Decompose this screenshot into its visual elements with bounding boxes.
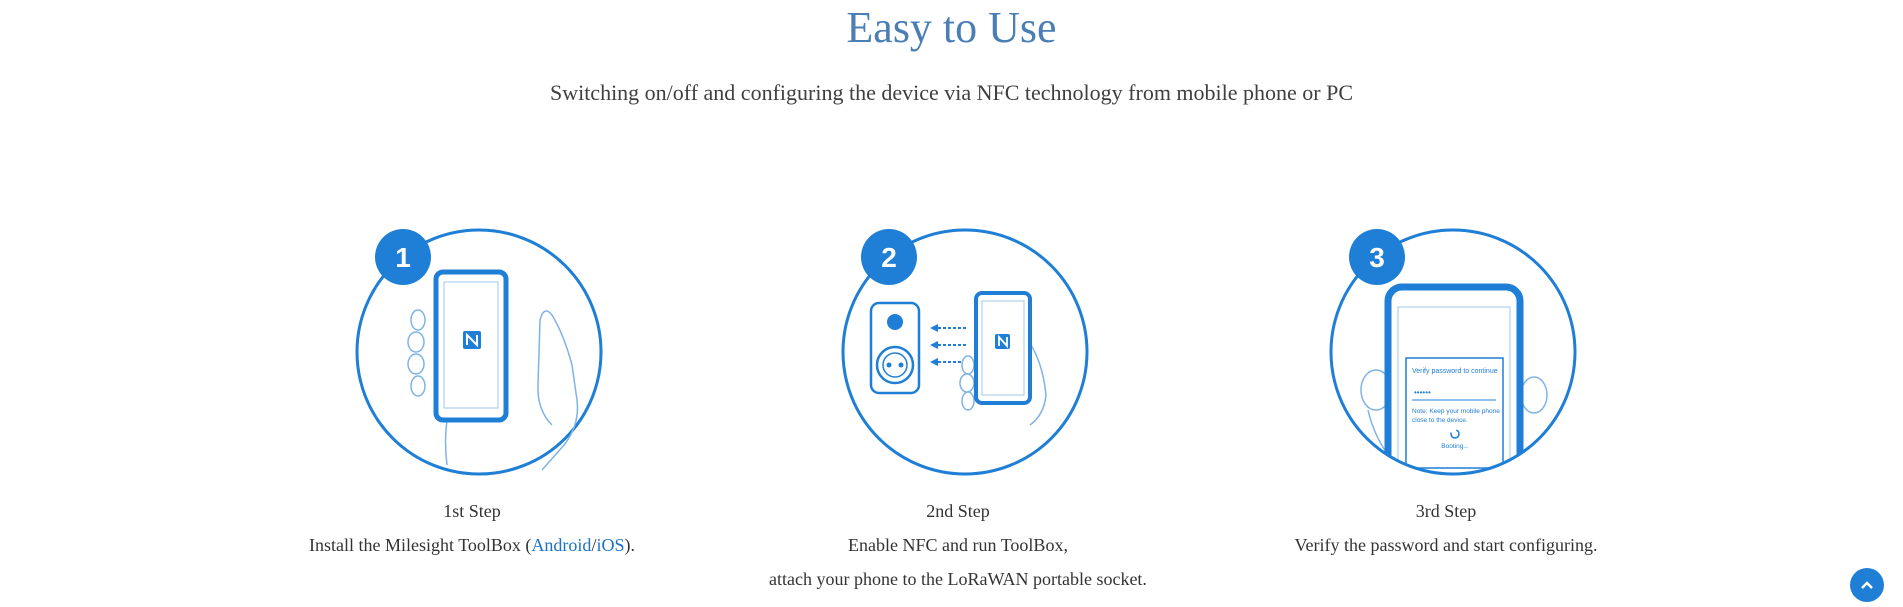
android-link[interactable]: Android (531, 535, 592, 555)
note-line-1: Note: Keep your mobile phone (1412, 408, 1500, 415)
step-1-desc-before: Install the Milesight ToolBox ( (309, 535, 532, 555)
socket-icon (869, 301, 921, 395)
step-1-description: Install the Milesight ToolBox (Android/i… (192, 533, 752, 557)
step-3-description: Verify the password and start configurin… (1294, 535, 1598, 555)
chevron-up-icon (1861, 581, 1873, 589)
step-3-number-badge (1349, 229, 1405, 285)
step-1-desc-after: ). (624, 535, 635, 555)
nfc-icon (463, 331, 481, 349)
step-1-number-badge (375, 229, 431, 285)
link-separator: / (591, 535, 597, 555)
password-prompt: Verify password to continue (1412, 368, 1498, 375)
step-3-illustration: Verify password to continue •••••• Note:… (1329, 228, 1577, 476)
note-line-2: close to the device. (1412, 417, 1468, 424)
step-1-illustration: 1 (355, 228, 603, 476)
step-1-number: 1 (395, 242, 411, 273)
password-dialog (1405, 357, 1504, 469)
booting-status: Booting... (1441, 443, 1469, 450)
step-2: 2 2nd Step Enable NFC and run ToolBox, a… (678, 225, 1238, 591)
step-3: Verify password to continue •••••• Note:… (1166, 225, 1726, 557)
loading-spinner-icon (1450, 429, 1460, 439)
password-value: •••••• (1414, 388, 1431, 397)
step-2-description-line-2: attach your phone to the LoRaWAN portabl… (769, 569, 1147, 589)
step-2-number: 2 (881, 242, 897, 273)
nfc-icon (995, 334, 1010, 349)
step-1-title: 1st Step (443, 501, 501, 521)
step-3-number: 3 (1369, 242, 1385, 273)
ios-link[interactable]: iOS (596, 535, 625, 555)
section-title: Easy to Use (846, 3, 1057, 52)
step-2-title: 2nd Step (926, 501, 990, 521)
scroll-to-top-button[interactable] (1850, 568, 1884, 602)
step-2-illustration: 2 (841, 228, 1089, 476)
section-subtitle: Switching on/off and configuring the dev… (549, 80, 1354, 105)
step-2-number-badge (861, 229, 917, 285)
step-2-description-line-1: Enable NFC and run ToolBox, (848, 535, 1068, 555)
step-3-title: 3rd Step (1415, 501, 1477, 521)
step-1: 1 1st Step Install the Milesight ToolBox… (192, 225, 752, 557)
